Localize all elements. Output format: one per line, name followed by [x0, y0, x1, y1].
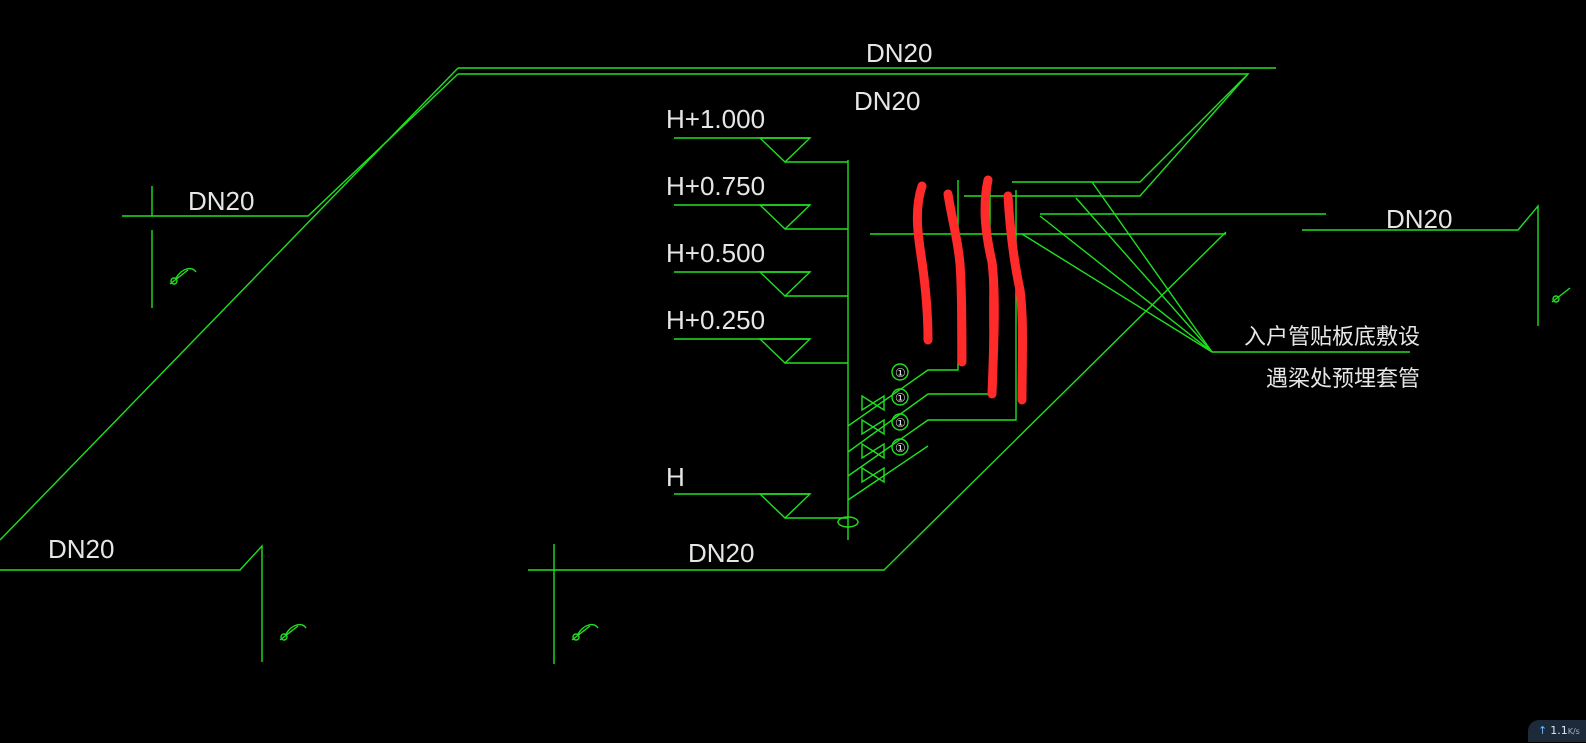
- network-speed-value: 1.1: [1550, 724, 1568, 737]
- elevation-h0750: H+0.750: [666, 171, 765, 201]
- dn-label-bottom-left: DN20: [48, 534, 114, 564]
- dn-label-top: DN20: [866, 38, 932, 68]
- elevation-labels: H+1.000 H+0.750 H+0.500 H+0.250 H: [666, 104, 765, 492]
- dn-label-left: DN20: [188, 186, 254, 216]
- upload-arrow-icon: ↑: [1538, 724, 1548, 737]
- elevation-h0250: H+0.250: [666, 305, 765, 335]
- riser-valve-symbols: [169, 267, 1571, 641]
- elevation-h1000: H+1.000: [666, 104, 765, 134]
- dn-label-top-inner: DN20: [854, 86, 920, 116]
- elevation-h: H: [666, 462, 685, 492]
- annotation-text: 入户管贴板底敷设 遇梁处预埋套管: [1244, 324, 1420, 391]
- dn-label-right: DN20: [1386, 204, 1452, 234]
- red-markup-strokes: [912, 175, 1027, 405]
- network-speed-widget[interactable]: ↑1.1K/s: [1528, 720, 1586, 742]
- main-pipe-loop: [0, 67, 1539, 664]
- annotation-line-1: 入户管贴板底敷设: [1244, 324, 1420, 349]
- elevation-h0500: H+0.500: [666, 238, 765, 268]
- dn-label-bottom-mid: DN20: [688, 538, 754, 568]
- meter-mark-1: ①: [895, 366, 906, 380]
- meter-mark-2: ①: [895, 391, 906, 405]
- annotation-line-2: 遇梁处预埋套管: [1266, 366, 1420, 391]
- annotation-leaders: [1021, 181, 1410, 353]
- meter-mark-3: ①: [895, 416, 906, 430]
- elevation-markers: [674, 137, 859, 540]
- meter-mark-4: ①: [895, 441, 906, 455]
- network-speed-unit: K/s: [1567, 727, 1580, 736]
- pipe-size-labels: DN20 DN20 DN20 DN20 DN20 DN20: [48, 38, 1452, 568]
